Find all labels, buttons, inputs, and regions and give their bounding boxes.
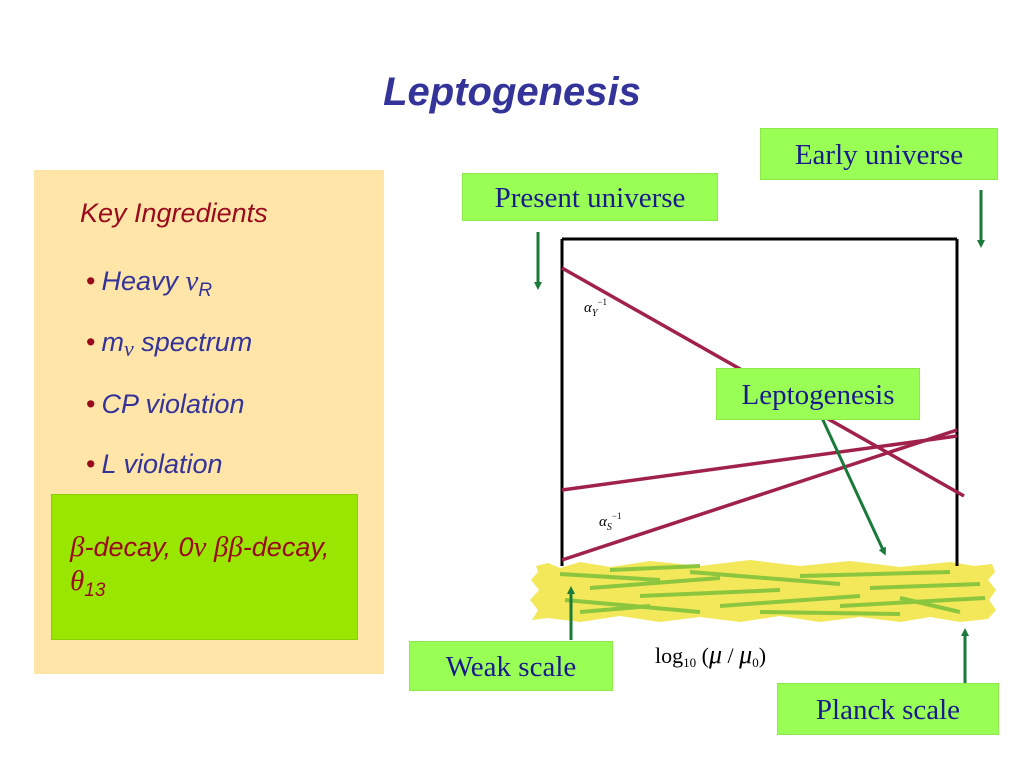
slide-title: Leptogenesis (383, 70, 641, 114)
early-universe-label: Early universe (760, 128, 998, 180)
bullet-dot: • (86, 327, 96, 357)
leptogenesis-arrow (820, 417, 886, 556)
weak-scale-label: Weak scale (409, 641, 613, 691)
bullet-text: Heavy (101, 266, 186, 296)
strong-coupling-line (561, 428, 958, 562)
bullet-text: m (101, 327, 124, 357)
alpha-symbol: α (584, 300, 592, 316)
nu-symbol: ν (185, 265, 199, 297)
theta-symbol: θ (70, 565, 85, 597)
nu-symbol: ν (123, 336, 134, 361)
log-base: 10 (683, 655, 697, 670)
energy-band (530, 560, 996, 622)
present-universe-label: Present universe (462, 173, 718, 221)
bullet-text-post: spectrum (133, 327, 253, 357)
alpha-symbol: α (599, 514, 607, 530)
leptogenesis-label: Leptogenesis (716, 368, 920, 420)
panel-heading: Key Ingredients (80, 198, 268, 228)
slash: / (722, 643, 740, 668)
experiments-text: β-decay, 0ν ββ-decay, θ13 (70, 530, 355, 602)
bullet-dot: • (86, 389, 96, 419)
alpha-superscript: −1 (611, 511, 622, 521)
bullet-text: L violation (101, 449, 223, 479)
weak-coupling-line (561, 434, 958, 492)
alpha-superscript: −1 (597, 297, 608, 307)
plot-frame (560, 237, 959, 566)
bullet-dot: • (86, 449, 96, 479)
bullet-cp-violation: •CP violation (86, 389, 245, 420)
beta-beta-symbol: ββ (213, 531, 243, 563)
bullet-dot: • (86, 266, 96, 296)
alpha-s-label: αS−1 (599, 511, 622, 533)
bullet-l-violation: •L violation (86, 449, 223, 480)
decay-text-2: -decay, (242, 532, 330, 562)
close-paren: ) (758, 643, 767, 668)
planck-scale-label: Planck scale (777, 683, 999, 735)
bullet-text: CP violation (101, 389, 245, 419)
theta-subscript: 13 (84, 580, 106, 601)
alpha-subscript: S (606, 522, 612, 533)
subscript: R (198, 280, 213, 301)
bullet-mass-spectrum: •mν spectrum (86, 327, 253, 361)
bullet-heavy-neutrino: •Heavy νR (86, 265, 213, 301)
experiments-box (51, 494, 358, 640)
mu0-subscript: 0 (752, 655, 759, 670)
decay-text: -decay, 0 (84, 532, 194, 562)
alpha-y-label: αY−1 (584, 297, 608, 319)
nu-symbol: ν (193, 531, 207, 563)
x-axis-label: log10 (μ / μ0) (655, 640, 766, 670)
mu-symbol: μ (708, 640, 723, 669)
alpha-subscript: Y (591, 308, 598, 319)
open-paren: ( (696, 643, 709, 668)
mu0-symbol: μ (739, 640, 753, 669)
beta-symbol: β (70, 531, 85, 563)
log-text: log (655, 643, 684, 668)
